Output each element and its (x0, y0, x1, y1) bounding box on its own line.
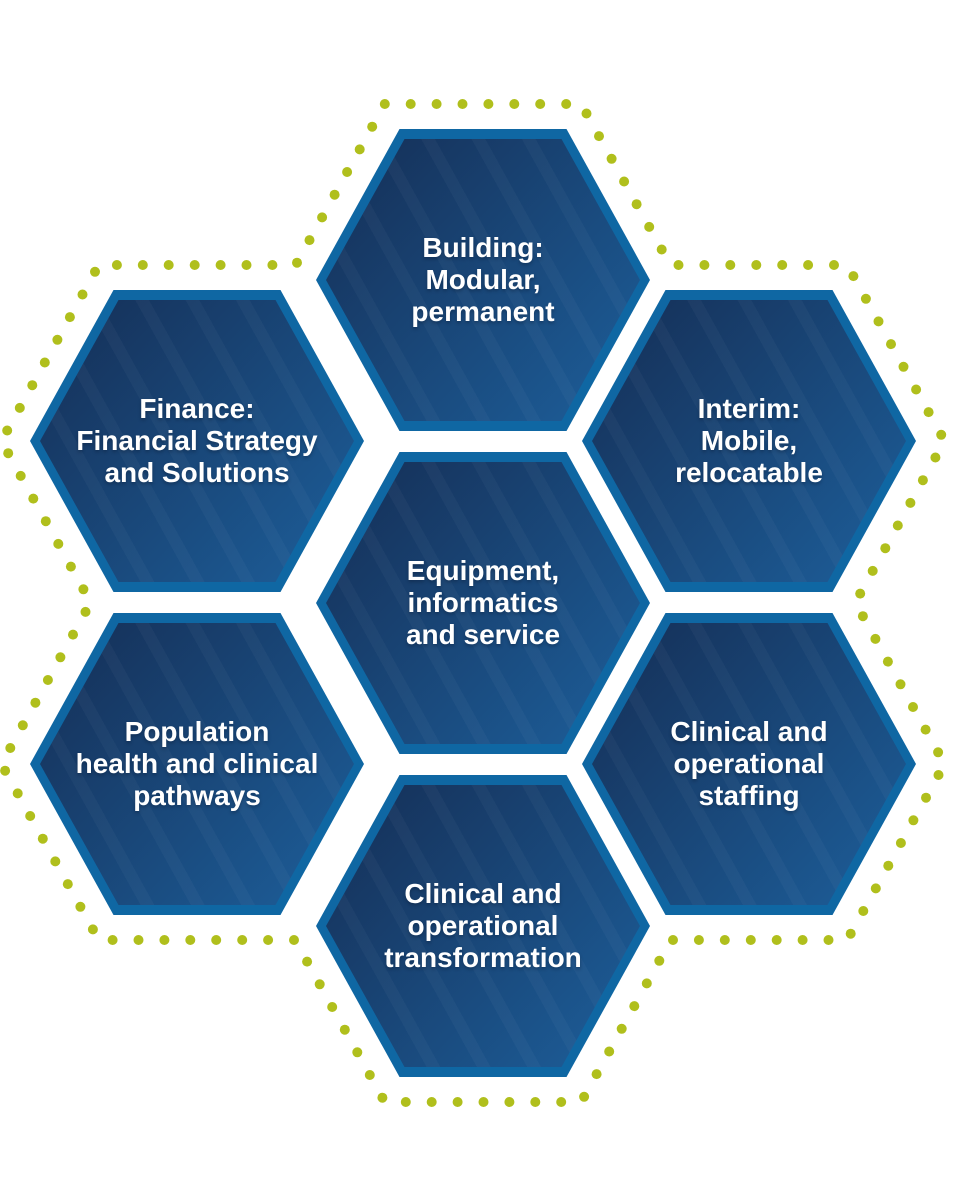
hex-finance-label: Finance: Financial Strategy and Solution… (76, 392, 318, 489)
hex-clinical-transformation-label: Clinical and operational transformation (384, 877, 582, 974)
hex-clinical-staffing: Clinical and operational staffing (582, 613, 916, 915)
hex-building-label: Building: Modular, permanent (411, 231, 555, 328)
hex-clinical-staffing-label: Clinical and operational staffing (670, 715, 828, 812)
hex-interim-label: Interim: Mobile, relocatable (675, 392, 823, 489)
hex-population-health-label: Population health and clinical pathways (75, 715, 319, 812)
hex-equipment-label: Equipment, informatics and service (405, 554, 561, 651)
hex-interim: Interim: Mobile, relocatable (582, 290, 916, 592)
